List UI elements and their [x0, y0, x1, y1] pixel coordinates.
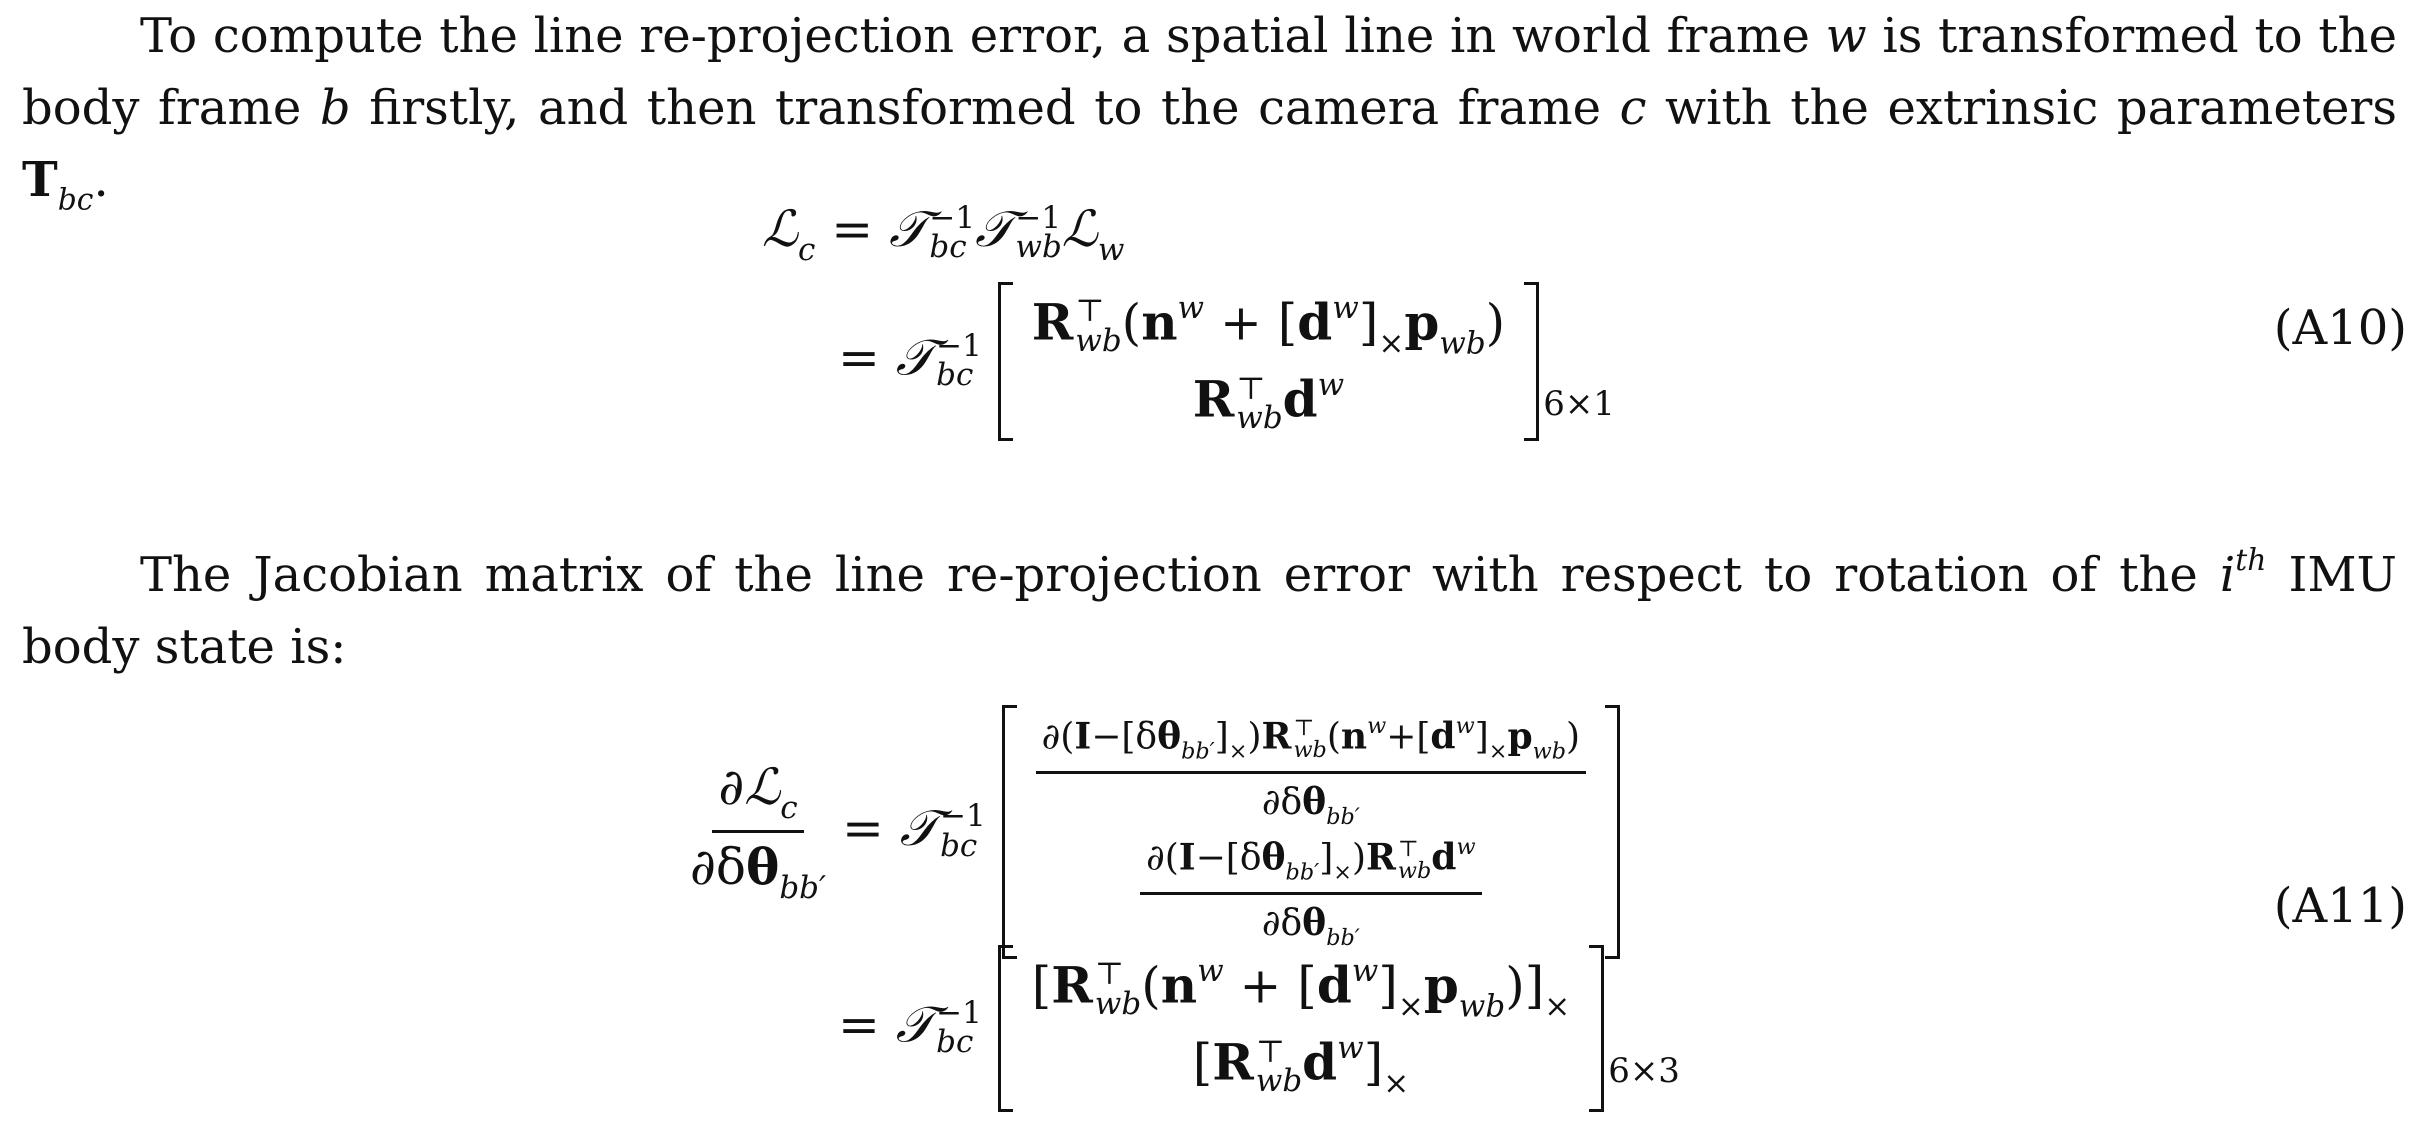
matrix-dim-a10: 6×1	[1543, 384, 1615, 425]
equation-number-a10: (A10)	[2273, 300, 2407, 356]
matrix-dim-a11: 6×3	[1608, 1051, 1680, 1092]
matrix-a11-top: ∂(I−[δθbb′]×)R⊤wb(nw+[dw]×pwb)∂δθbb′ ∂(I…	[1001, 705, 1621, 959]
paragraph-2: The Jacobian matrix of the line re-proje…	[22, 543, 2398, 675]
paragraph-1: To compute the line re-projection error,…	[22, 8, 2397, 218]
equation-number-a11: (A11)	[2273, 878, 2407, 934]
